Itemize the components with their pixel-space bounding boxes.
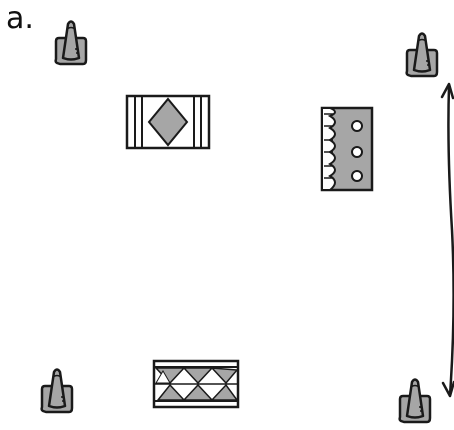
rug-triangles <box>154 361 238 407</box>
cone-bottom-right <box>400 380 430 423</box>
cone-bottom-left <box>42 370 72 413</box>
cone-top-right <box>407 34 437 77</box>
rug-diamond <box>127 96 209 148</box>
cone-top-left <box>56 22 86 65</box>
double-arrow <box>442 84 454 396</box>
rug-scalloped <box>322 108 372 190</box>
